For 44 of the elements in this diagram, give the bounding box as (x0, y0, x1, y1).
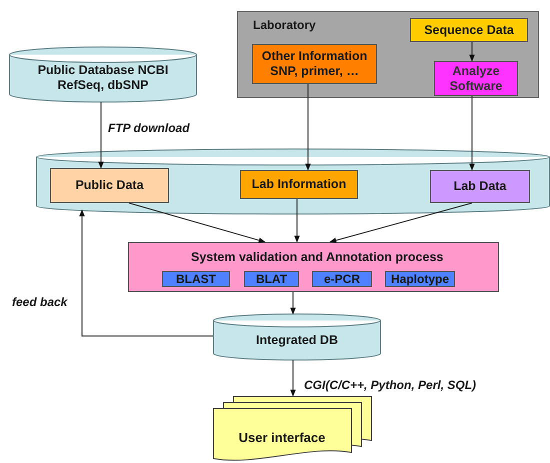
node-label: User interface (238, 430, 326, 446)
node-label: Analyze Software (448, 64, 504, 94)
data-box (240, 170, 358, 199)
tool-name: e-PCR (324, 272, 360, 286)
tool-name: BLAST (176, 272, 216, 286)
arrow (98, 102, 104, 169)
edge-label: FTP download (107, 121, 191, 135)
node-label: Sequence Data (424, 22, 514, 38)
tool-box (312, 271, 372, 287)
data-box (50, 168, 169, 203)
arrow (290, 360, 296, 397)
node-label: Other Information SNP, primer, … (260, 49, 368, 79)
node-label: System validation and Annotation process (191, 250, 444, 265)
node-label: Lab Data (454, 179, 506, 194)
process-box (128, 242, 499, 292)
tool-box (244, 271, 299, 287)
arrow (469, 96, 475, 171)
laboratory-panel (237, 11, 539, 98)
arrow (128, 202, 266, 243)
node-label: Integrated DB (256, 332, 338, 348)
tool-name: BLAT (256, 272, 288, 286)
edge-label: feed back (11, 295, 68, 309)
tool-box (162, 271, 230, 287)
tool-box (385, 271, 455, 287)
node-label: Public Data (75, 178, 144, 193)
data-box (430, 170, 530, 203)
panel-title: Laboratory (253, 18, 316, 32)
tool-name: Haplotype (390, 272, 449, 286)
software-box (434, 61, 518, 96)
database-cylinder (36, 149, 550, 214)
arrow (305, 84, 311, 171)
database-cylinder (9, 47, 197, 102)
process-box (252, 44, 377, 84)
arrow (290, 292, 296, 315)
arrow (294, 198, 300, 243)
data-box (410, 18, 528, 42)
arrow (469, 42, 475, 62)
arrow (79, 209, 214, 336)
document-stack (213, 396, 373, 462)
node-label: Public Database NCBI RefSeq, dbSNP (36, 63, 170, 94)
node-label: Lab Information (252, 177, 346, 192)
edge-label: CGI(C/C++, Python, Perl, SQL) (303, 378, 478, 392)
database-cylinder (213, 314, 381, 360)
arrow (329, 202, 472, 244)
